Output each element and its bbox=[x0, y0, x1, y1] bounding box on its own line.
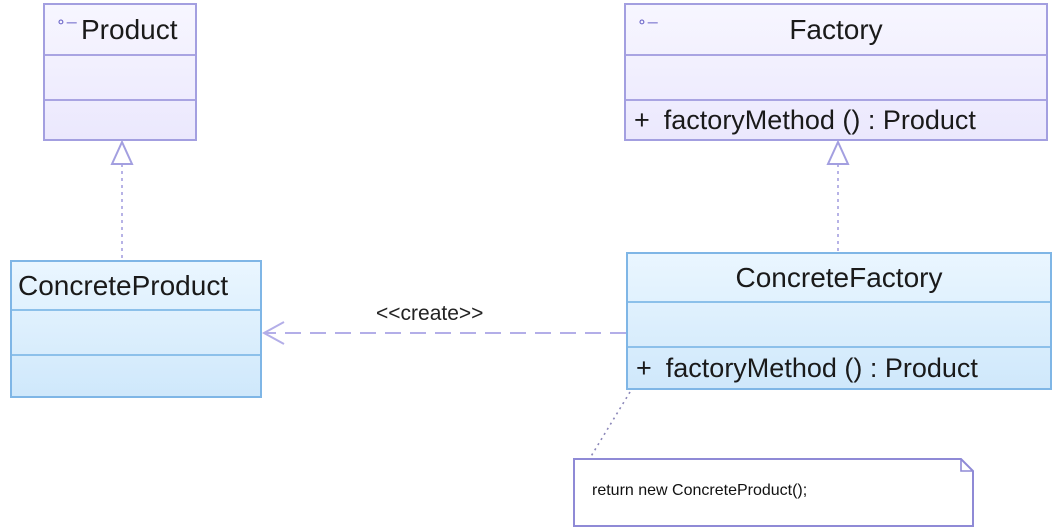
class-product-operations bbox=[45, 99, 195, 139]
note-corner-fold bbox=[960, 459, 973, 472]
class-product-name: Product bbox=[81, 13, 178, 45]
class-concrete-product-name: ConcreteProduct bbox=[18, 269, 229, 301]
class-product-attributes bbox=[45, 54, 195, 99]
class-concrete-factory[interactable]: ConcreteFactory + factoryMethod () : Prod… bbox=[626, 252, 1052, 390]
interface-icon: ⚬─ bbox=[636, 14, 658, 30]
interface-icon: ⚬─ bbox=[55, 14, 77, 30]
create-dependency-arrowhead bbox=[261, 321, 285, 345]
realization-arrowhead-factory bbox=[826, 139, 850, 165]
class-concrete-product-attributes bbox=[12, 309, 260, 354]
class-concrete-product[interactable]: ConcreteProduct bbox=[10, 260, 262, 398]
class-product-header: ⚬─ Product bbox=[45, 5, 195, 54]
factory-operation-visibility: + bbox=[634, 104, 650, 135]
class-product[interactable]: ⚬─ Product bbox=[43, 3, 197, 141]
concrete-factory-operation-visibility: + bbox=[636, 352, 652, 383]
class-concrete-product-operations bbox=[12, 354, 260, 396]
class-concrete-factory-operations: + factoryMethod () : Product bbox=[628, 346, 1050, 388]
class-factory-header: ⚬─ Factory bbox=[626, 5, 1046, 54]
class-factory-attributes bbox=[626, 54, 1046, 99]
concrete-factory-operation: + factoryMethod () : Product bbox=[628, 353, 978, 384]
class-concrete-factory-header: ConcreteFactory bbox=[628, 254, 1050, 301]
note-anchor-line bbox=[589, 391, 631, 459]
class-factory[interactable]: ⚬─ Factory + factoryMethod () : Product bbox=[624, 3, 1048, 141]
class-factory-operations: + factoryMethod () : Product bbox=[626, 99, 1046, 139]
create-stereotype-label: <<create>> bbox=[376, 302, 484, 325]
note-text: return new ConcreteProduct(); bbox=[592, 482, 808, 499]
factory-operation-signature: factoryMethod () : Product bbox=[663, 104, 976, 135]
class-concrete-factory-attributes bbox=[628, 301, 1050, 346]
concrete-factory-operation-signature: factoryMethod () : Product bbox=[665, 352, 978, 383]
class-concrete-factory-name: ConcreteFactory bbox=[735, 261, 943, 293]
factory-operation: + factoryMethod () : Product bbox=[626, 105, 976, 136]
class-concrete-product-header: ConcreteProduct bbox=[12, 262, 260, 309]
class-factory-name: Factory bbox=[789, 13, 883, 45]
realization-arrowhead-product bbox=[110, 139, 134, 165]
note-shape bbox=[573, 458, 974, 527]
